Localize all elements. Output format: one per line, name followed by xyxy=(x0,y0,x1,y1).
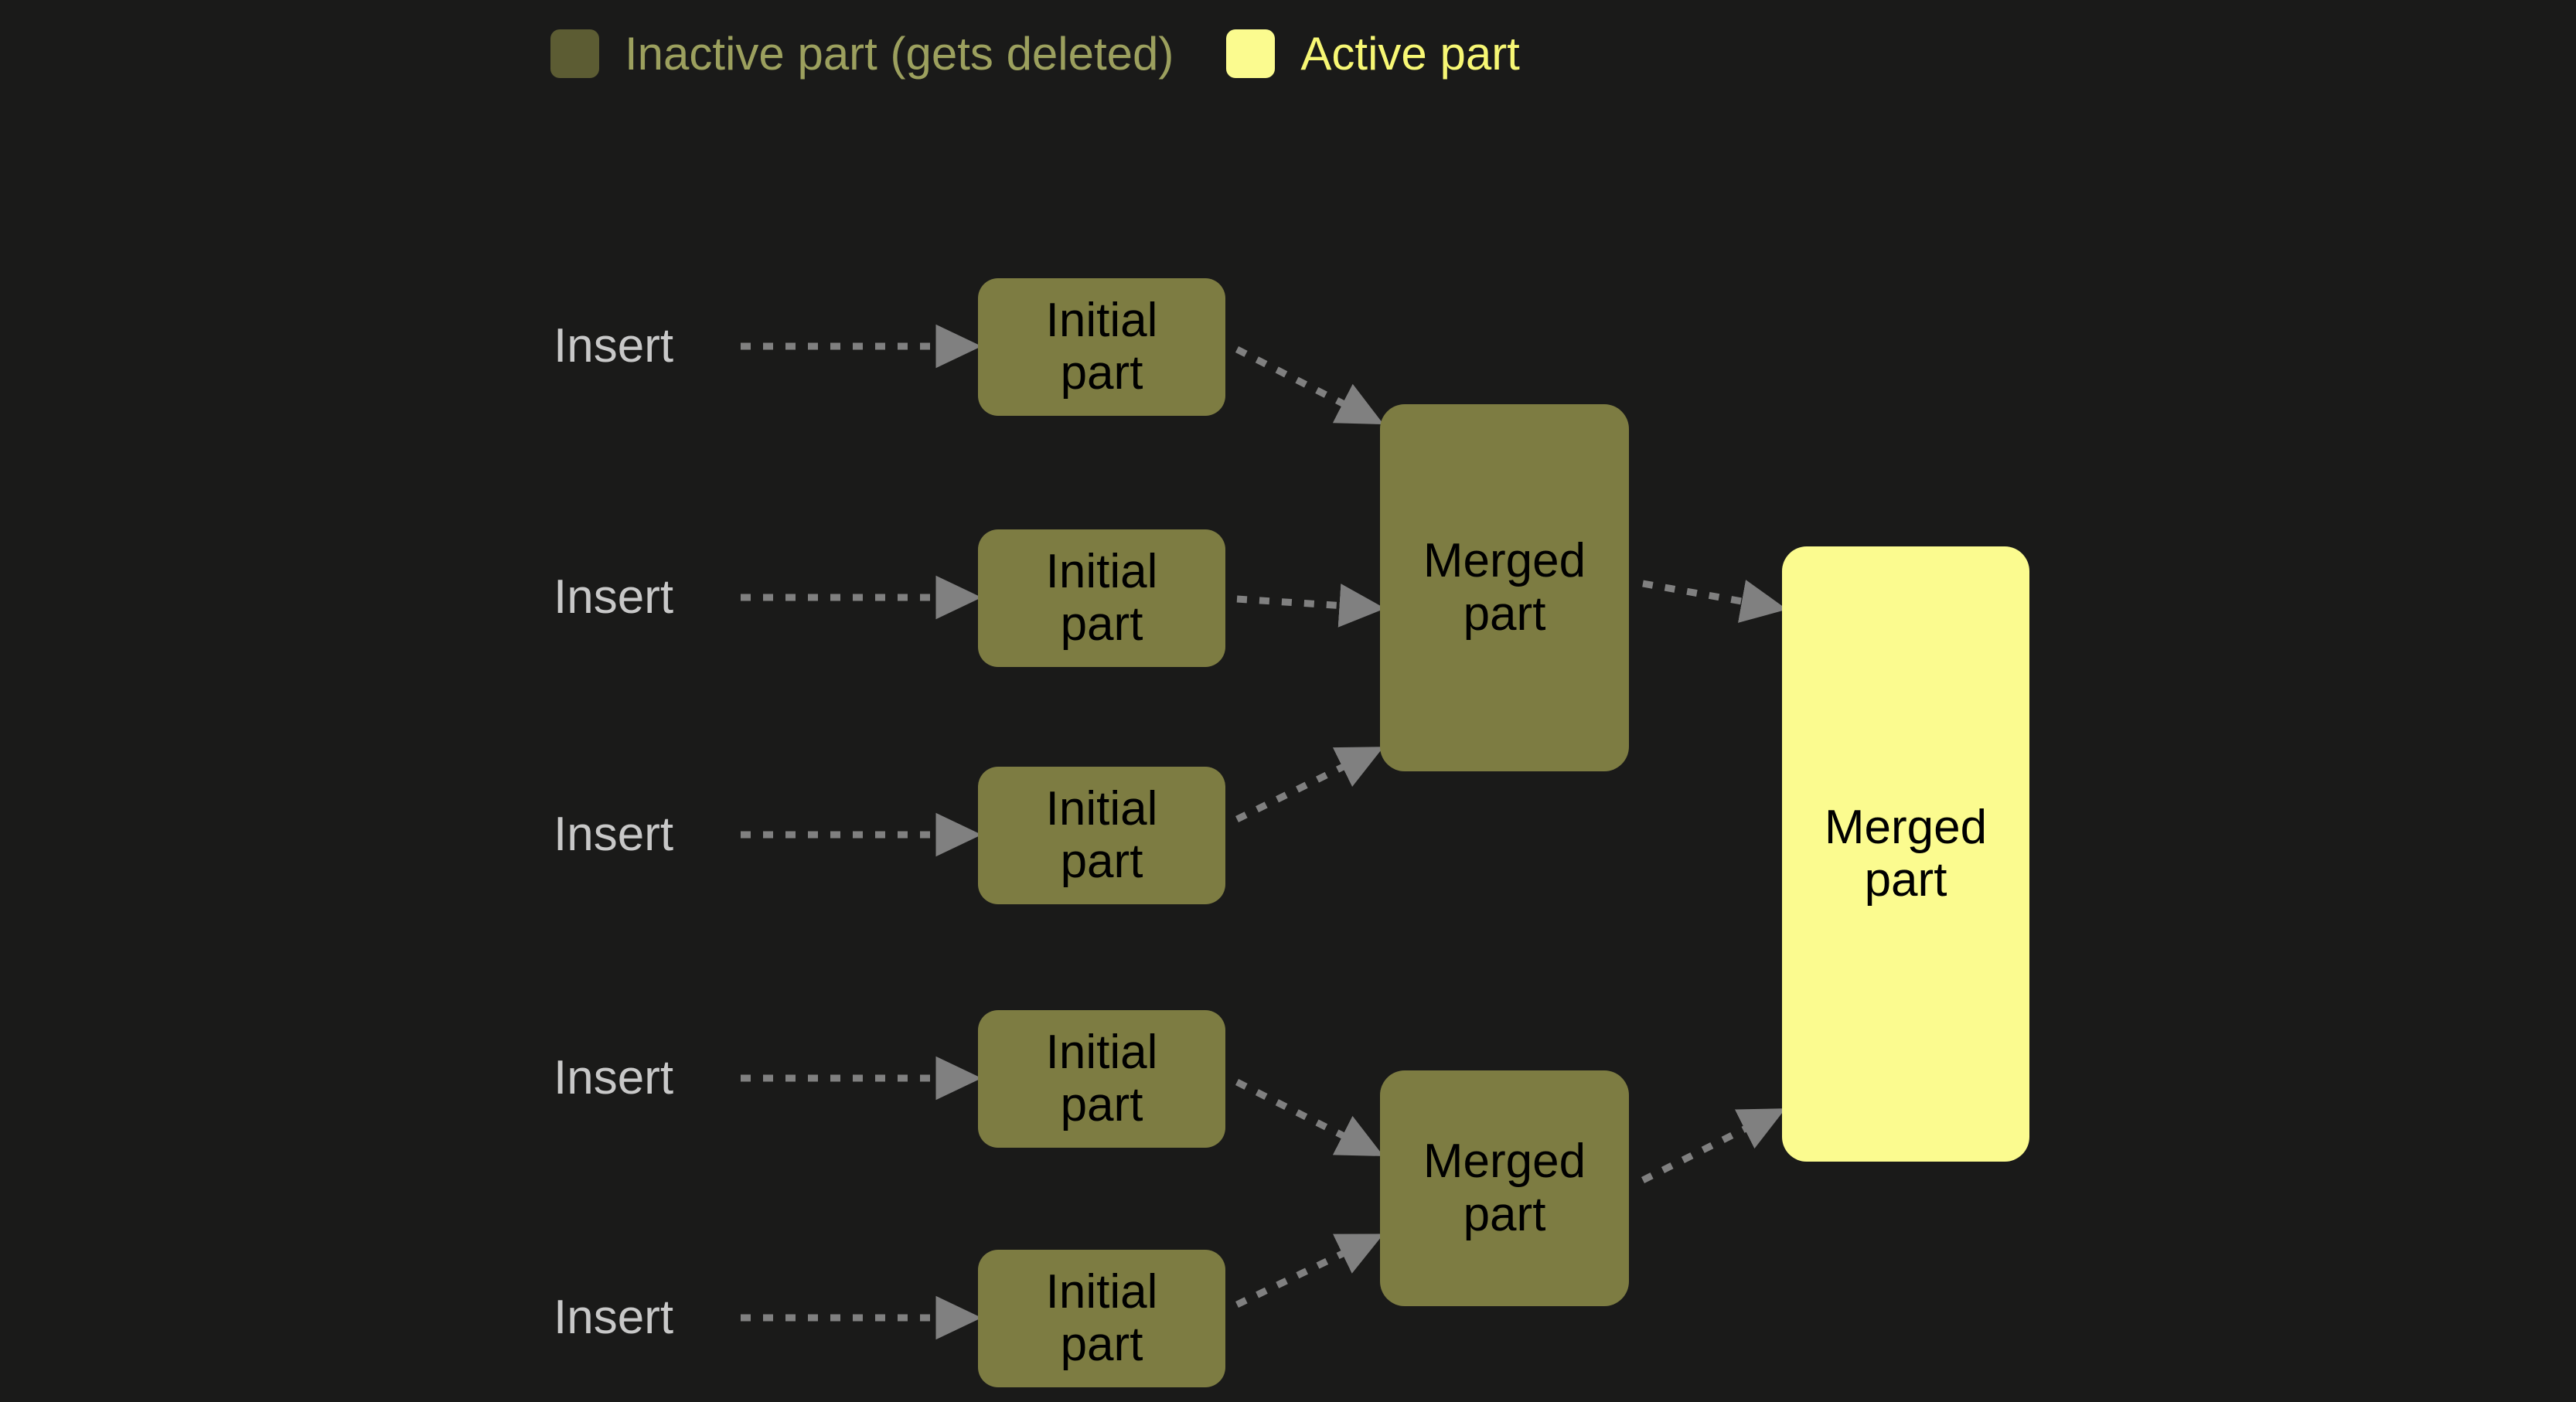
edge-merged-bottom-to-merged-final xyxy=(1641,1108,1786,1184)
insert-label-2: Insert xyxy=(554,570,674,624)
node-label-line1: Initial xyxy=(1045,1264,1158,1319)
legend: Inactive part (gets deleted) Active part xyxy=(550,29,1520,78)
node-label-line2: part xyxy=(1463,1187,1546,1241)
node-label-line2: part xyxy=(1060,346,1143,400)
node-label-line1: Merged xyxy=(1423,534,1586,588)
insert-label-4: Insert xyxy=(554,1051,674,1104)
node-label-line2: part xyxy=(1864,853,1947,907)
node-label-line2: part xyxy=(1060,835,1143,888)
node-label-line2: part xyxy=(1060,597,1143,651)
node-label-line2: part xyxy=(1060,1078,1143,1131)
node-label-line2: part xyxy=(1463,587,1546,641)
edge-merged-top-to-merged-final xyxy=(1642,580,1787,623)
inactive-part-swatch xyxy=(550,29,599,78)
legend-entry-inactive: Inactive part (gets deleted) xyxy=(550,29,1174,78)
node-label-line1: Merged xyxy=(1824,800,1988,854)
edge-initial-4-to-merged-bottom xyxy=(1235,1078,1384,1156)
insert-label-5: Insert xyxy=(554,1291,674,1344)
insert-label-1: Insert xyxy=(554,319,674,373)
node-label-line1: Initial xyxy=(1045,293,1158,347)
legend-label-active: Active part xyxy=(1300,27,1520,80)
node-label-line1: Merged xyxy=(1423,1135,1586,1189)
edge-initial-1-to-merged-top xyxy=(1235,345,1384,425)
legend-label-inactive: Inactive part (gets deleted) xyxy=(625,27,1174,80)
insert-label-3: Insert xyxy=(554,808,674,861)
node-label-line1: Initial xyxy=(1045,544,1158,598)
node-label-line1: Initial xyxy=(1045,781,1158,835)
legend-entry-active: Active part xyxy=(1226,27,1520,80)
edge-initial-2-to-merged-top xyxy=(1236,584,1385,628)
node-label-line1: Initial xyxy=(1045,1025,1158,1079)
active-part-swatch xyxy=(1226,29,1276,78)
node-label-line2: part xyxy=(1060,1318,1143,1371)
edge-initial-5-to-merged-bottom xyxy=(1235,1234,1384,1308)
edge-initial-3-to-merged-top xyxy=(1235,747,1384,823)
